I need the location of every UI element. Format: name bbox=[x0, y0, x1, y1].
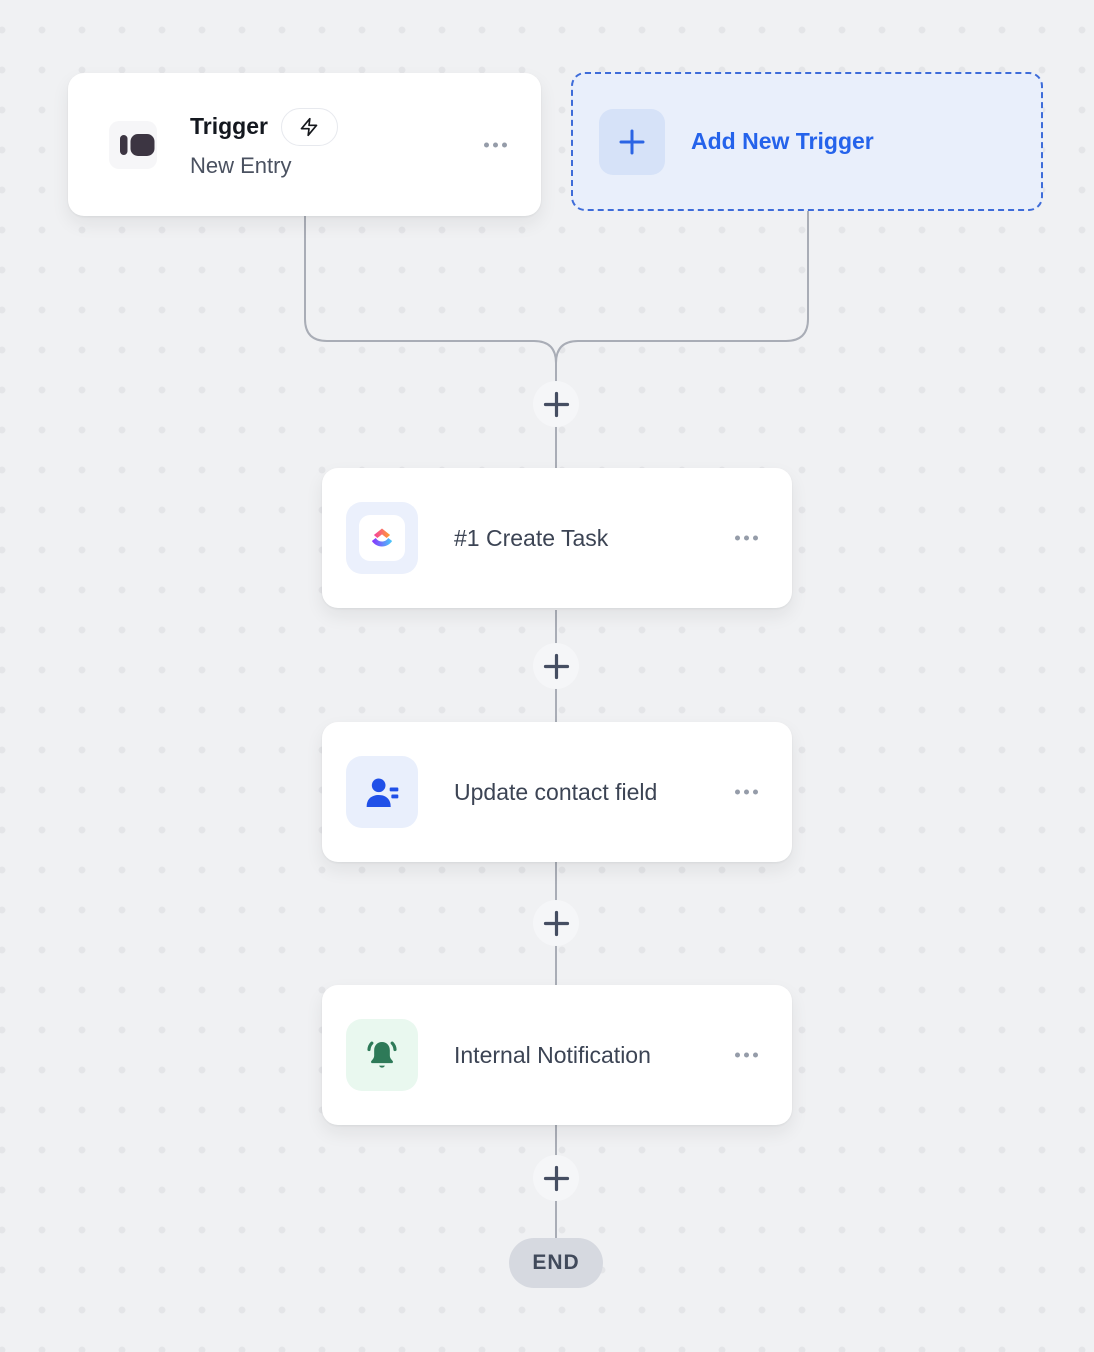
step-node-internal-notification[interactable]: Internal Notification bbox=[322, 985, 792, 1125]
step-menu-button[interactable] bbox=[729, 784, 764, 801]
step-label: Update contact field bbox=[454, 778, 658, 805]
wire-addtrigger-branch bbox=[555, 211, 809, 364]
end-badge: END bbox=[509, 1238, 603, 1288]
step-node-create-task[interactable]: #1 Create Task bbox=[322, 468, 792, 608]
end-label: END bbox=[532, 1251, 580, 1274]
step-label: #1 Create Task bbox=[454, 524, 609, 551]
trigger-menu-button[interactable] bbox=[478, 136, 513, 153]
wire-trigger-branch bbox=[304, 216, 557, 364]
trigger-title: Trigger bbox=[190, 113, 268, 140]
step-menu-button[interactable] bbox=[729, 530, 764, 547]
insert-step-button[interactable] bbox=[533, 643, 579, 689]
step-menu-button[interactable] bbox=[729, 1047, 764, 1064]
clickup-logo-icon bbox=[346, 502, 418, 574]
step-node-update-contact[interactable]: Update contact field bbox=[322, 722, 792, 862]
bell-icon bbox=[346, 1019, 418, 1091]
contact-card-icon bbox=[346, 756, 418, 828]
form-app-icon bbox=[109, 120, 157, 169]
add-new-trigger-label: Add New Trigger bbox=[691, 128, 874, 154]
trigger-subtitle: New Entry bbox=[190, 153, 292, 179]
step-label: Internal Notification bbox=[454, 1041, 651, 1068]
add-new-trigger-button[interactable]: Add New Trigger bbox=[571, 72, 1043, 211]
insert-step-button[interactable] bbox=[533, 900, 579, 946]
zap-icon bbox=[301, 118, 318, 137]
insert-step-button[interactable] bbox=[533, 1155, 579, 1201]
instant-trigger-badge bbox=[280, 108, 338, 147]
insert-step-button[interactable] bbox=[533, 381, 579, 427]
trigger-node[interactable]: Trigger New Entry bbox=[68, 73, 541, 216]
plus-icon bbox=[599, 108, 665, 175]
